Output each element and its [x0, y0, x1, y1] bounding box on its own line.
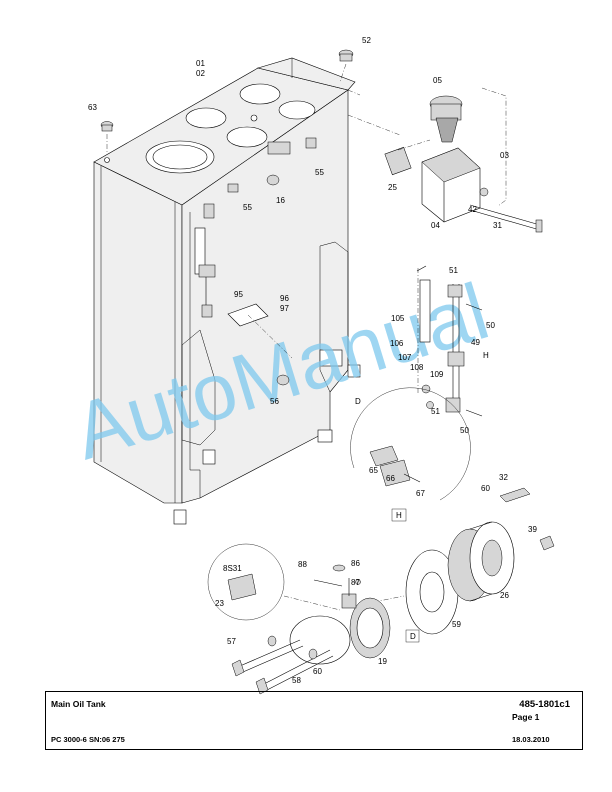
label-04: 04: [431, 221, 440, 230]
label-52: 52: [362, 36, 371, 45]
label-26: 26: [500, 591, 509, 600]
cap-63: [100, 121, 114, 152]
label-106: 106: [390, 339, 404, 348]
label-105: 105: [391, 314, 405, 323]
bolts-57-58: [231, 635, 334, 695]
label-03: 03: [500, 151, 509, 160]
label-56: 56: [270, 397, 279, 406]
detail-h-main: H: [483, 351, 489, 360]
label-16: 16: [276, 196, 285, 205]
label-88: 88: [298, 560, 307, 569]
label-96: 96: [280, 294, 289, 303]
label-50b: 50: [460, 426, 469, 435]
sight-glass-19: [289, 564, 391, 665]
label-60a: 60: [481, 484, 490, 493]
label-87: 87: [351, 578, 360, 587]
bracket-95: [227, 303, 293, 359]
label-19: 19: [378, 657, 387, 666]
sensor-tag-8s31: 8S31: [223, 564, 242, 573]
label-42: 42: [468, 205, 477, 214]
label-50a: 50: [486, 321, 495, 330]
label-39: 39: [528, 525, 537, 534]
detail-d-ring: D: [410, 632, 416, 641]
label-51b: 51: [431, 407, 440, 416]
label-108: 108: [410, 363, 424, 372]
title-block: Main Oil Tank 485-1801c1 Page 1 PC 3000-…: [45, 691, 583, 750]
detail-circle-23: [207, 543, 341, 621]
label-55b: 55: [243, 203, 252, 212]
filter-assembly: [384, 87, 543, 233]
label-57: 57: [227, 637, 236, 646]
label-59: 59: [452, 620, 461, 629]
label-51a: 51: [449, 266, 458, 275]
label-05: 05: [433, 76, 442, 85]
detail-h-box: [391, 508, 407, 522]
label-32: 32: [499, 473, 508, 482]
label-97: 97: [280, 304, 289, 313]
label-86: 86: [351, 559, 360, 568]
flange-coupling: [363, 487, 555, 635]
drawing-date: 18.03.2010: [512, 735, 550, 744]
label-107: 107: [398, 353, 412, 362]
label-67: 67: [416, 489, 425, 498]
label-23: 23: [215, 599, 224, 608]
label-60b: 60: [313, 667, 322, 676]
detail-h-box-label: H: [396, 511, 402, 520]
part-labels: 01 02 52 63 05 03 25 55 16 55 42 04 31 5…: [88, 36, 537, 685]
detail-d-box: [405, 629, 420, 643]
label-66: 66: [386, 474, 395, 483]
main-oil-tank: [93, 57, 401, 525]
detail-h-circle: [350, 387, 471, 501]
drawing-number: 485-1801c1: [519, 699, 570, 710]
cap-52: [338, 49, 354, 83]
label-95: 95: [234, 290, 243, 299]
valve-56: [276, 374, 290, 386]
label-55a: 55: [315, 168, 324, 177]
label-02: 02: [196, 69, 205, 78]
drawing-title: Main Oil Tank: [51, 699, 106, 709]
detail-d-main: D: [355, 397, 361, 406]
label-109: 109: [430, 370, 444, 379]
label-31: 31: [493, 221, 502, 230]
label-49: 49: [471, 338, 480, 347]
label-01: 01: [196, 59, 205, 68]
label-63: 63: [88, 103, 97, 112]
label-65: 65: [369, 466, 378, 475]
label-58: 58: [292, 676, 301, 685]
label-25: 25: [388, 183, 397, 192]
machine-model: PC 3000-6 SN:06 275: [51, 735, 125, 744]
page-number: Page 1: [512, 712, 540, 722]
